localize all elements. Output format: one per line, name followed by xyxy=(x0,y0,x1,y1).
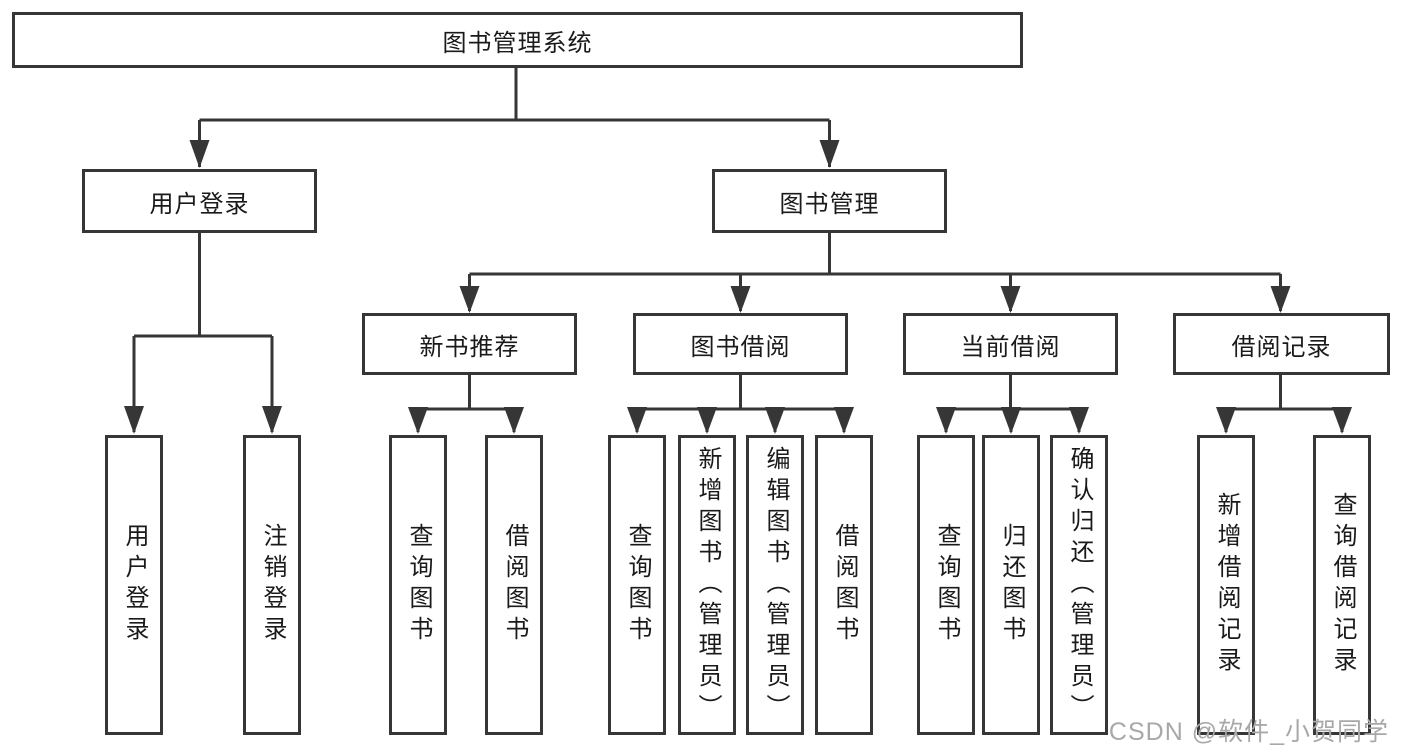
node-current-borrow: 当前借阅 xyxy=(903,313,1118,375)
node-book-borrow: 图书借阅 xyxy=(633,313,848,375)
leaf-node-add-book-admin: 新增图书（管理员） xyxy=(678,435,736,735)
leaf-node-borrow-books-1: 借阅图书 xyxy=(485,435,543,735)
node-user-login: 用户登录 xyxy=(82,169,317,233)
csdn-watermark: CSDN @软件_小贺同学 xyxy=(1108,718,1389,746)
leaf-node-logout: 注销登录 xyxy=(243,435,301,735)
arrowhead-icons xyxy=(124,140,1352,434)
root-node-library-system: 图书管理系统 xyxy=(12,12,1023,68)
leaf-node-user-login: 用户登录 xyxy=(105,435,163,735)
leaf-node-query-books-1: 查询图书 xyxy=(389,435,447,735)
leaf-node-query-books-3: 查询图书 xyxy=(917,435,975,735)
leaf-node-return-book: 归还图书 xyxy=(982,435,1040,735)
node-new-book-recommend: 新书推荐 xyxy=(362,313,577,375)
leaf-node-add-borrow-record: 新增借阅记录 xyxy=(1197,435,1255,735)
leaf-node-query-borrow-record: 查询借阅记录 xyxy=(1313,435,1371,735)
leaf-node-edit-book-admin: 编辑图书（管理员） xyxy=(746,435,804,735)
node-book-management: 图书管理 xyxy=(712,169,947,233)
leaf-node-borrow-books-2: 借阅图书 xyxy=(815,435,873,735)
leaf-node-confirm-return-admin: 确认归还（管理员） xyxy=(1050,435,1108,735)
node-borrow-records: 借阅记录 xyxy=(1173,313,1390,375)
leaf-node-query-books-2: 查询图书 xyxy=(608,435,666,735)
